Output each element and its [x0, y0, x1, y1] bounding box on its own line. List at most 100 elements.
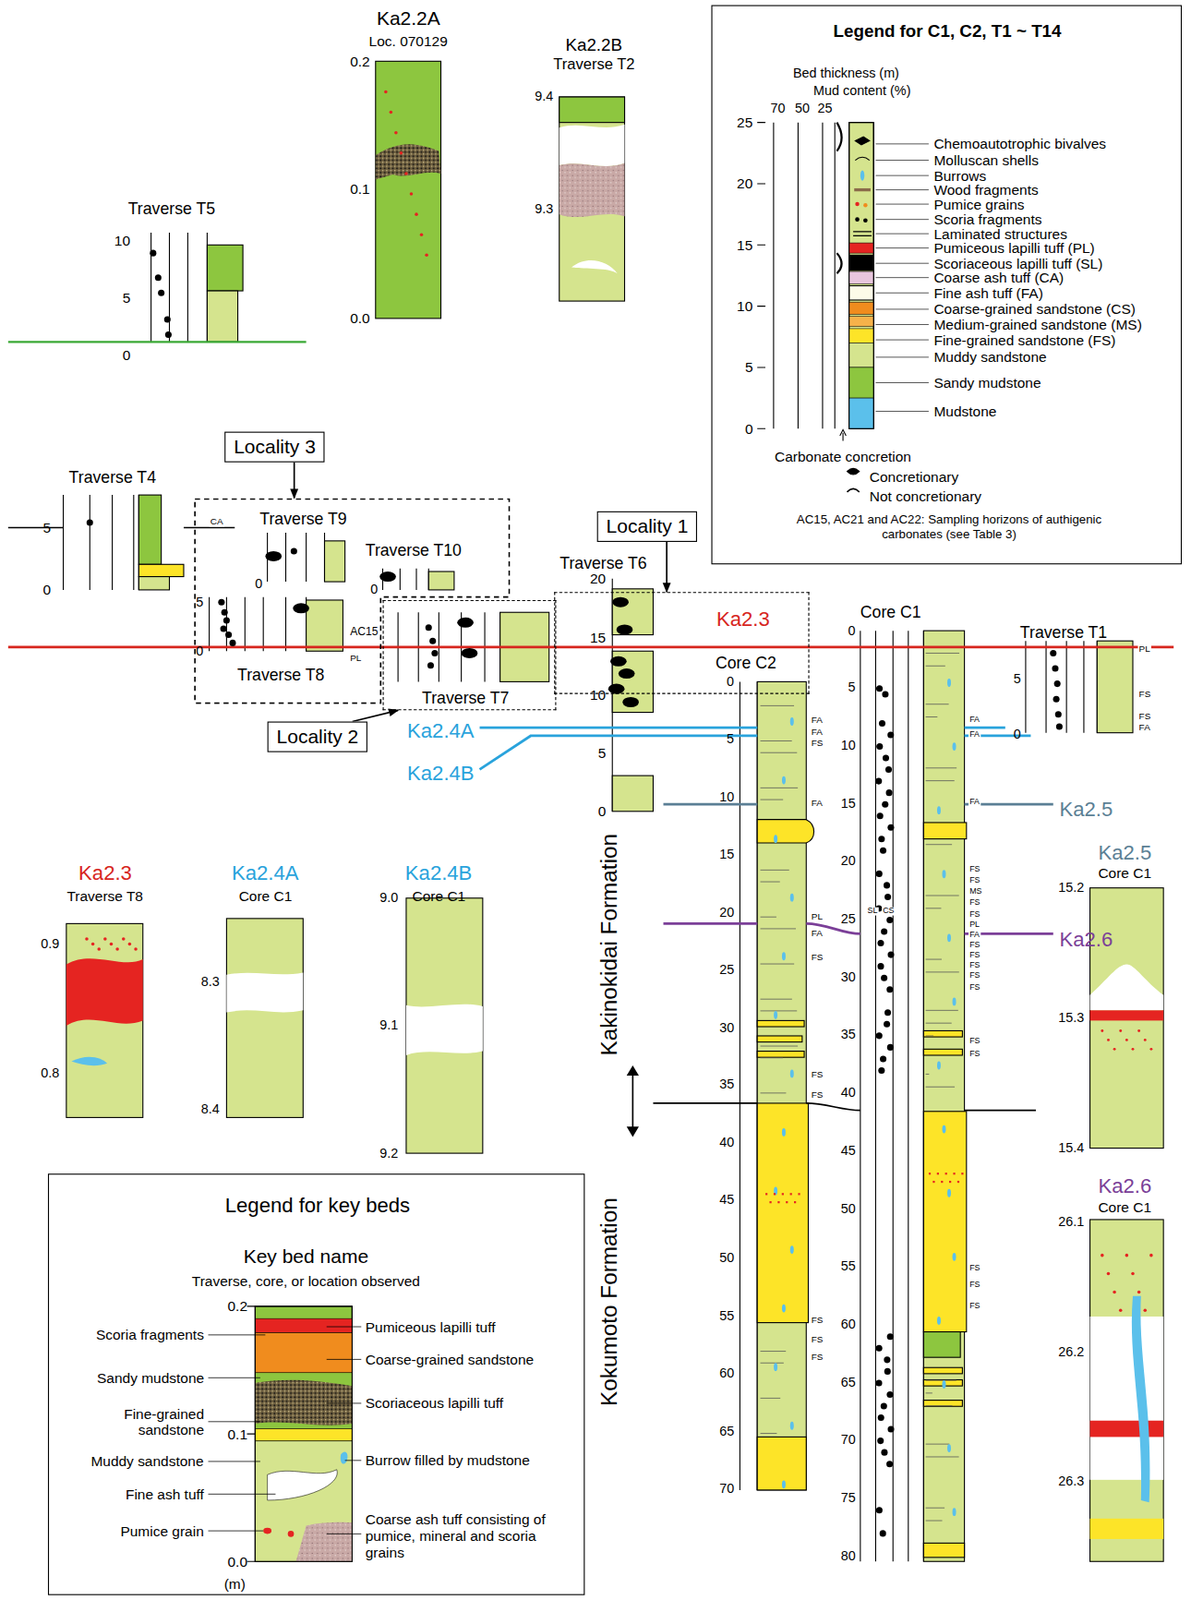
- label: 0.0: [349, 310, 371, 327]
- locality-label: Locality 2: [276, 725, 360, 748]
- label: 15: [841, 796, 856, 813]
- legend-text: Scoriaceous lapilli tuff (SL): [933, 254, 1103, 272]
- stroke: [926, 1010, 959, 1011]
- stroke: [797, 1192, 800, 1195]
- locality-box: Locality 2: [267, 721, 369, 753]
- stroke: [781, 1192, 784, 1195]
- label: PL: [968, 920, 981, 929]
- pumice-grain: [1137, 1029, 1141, 1033]
- label: FS: [810, 1352, 825, 1362]
- pumice-grain: [1130, 1272, 1135, 1276]
- legend-swatch: [849, 342, 875, 368]
- stroke: [926, 652, 960, 654]
- label: Loc. 070129: [369, 32, 448, 49]
- pumice-grain: [84, 937, 89, 941]
- stroke: [785, 1201, 788, 1204]
- label: 5: [42, 519, 51, 537]
- burrow: [947, 1443, 951, 1453]
- mud-dot: [883, 1021, 891, 1028]
- locality-label: Locality 3: [233, 435, 316, 458]
- label: 25: [841, 912, 856, 928]
- mud-dot: [883, 1356, 891, 1363]
- burrow: [952, 1507, 957, 1516]
- stroke: [760, 927, 796, 929]
- label: 20: [841, 854, 856, 871]
- label: 40: [841, 1085, 856, 1102]
- stroke: [777, 1201, 780, 1204]
- burrow: [947, 1189, 951, 1198]
- legend-swatch: [849, 271, 875, 284]
- label: 26.1: [1058, 1214, 1084, 1230]
- label: FS: [968, 877, 982, 886]
- stroke: [760, 1350, 787, 1352]
- pumice-grain: [1125, 1253, 1130, 1258]
- label: FS: [810, 952, 825, 963]
- label: FA: [1138, 722, 1152, 733]
- stroke: [926, 971, 960, 973]
- label: 10: [719, 789, 734, 806]
- label: FA: [968, 715, 981, 724]
- label: 5: [848, 681, 856, 698]
- label: 70: [719, 1481, 734, 1498]
- mud-dot: [225, 631, 232, 638]
- label: Ka2.3: [716, 606, 770, 630]
- stroke: [926, 907, 942, 909]
- burrow: [947, 678, 951, 687]
- label: FA: [968, 797, 981, 807]
- stroke: [926, 843, 953, 845]
- label: FS: [968, 1264, 982, 1274]
- stroke: [760, 916, 777, 918]
- label: Key bed name: [243, 1246, 369, 1269]
- mud-dot: [157, 289, 165, 297]
- mud-dot: [876, 1506, 883, 1514]
- pumice-grain: [1143, 1038, 1147, 1042]
- stroke: [952, 1172, 955, 1175]
- stroke: [926, 1520, 943, 1522]
- pumice-grain: [115, 947, 120, 951]
- mud-dot: [886, 1391, 893, 1398]
- label: 35: [841, 1028, 856, 1045]
- label: Traverse T2: [553, 54, 635, 73]
- legend-text: Medium-grained sandstone (MS): [933, 316, 1142, 334]
- label: 15.4: [1058, 1140, 1084, 1156]
- label: FS: [968, 961, 982, 970]
- label: Traverse, core, or location observed: [192, 1272, 421, 1289]
- pumice-grain: [1118, 1309, 1123, 1313]
- label: FS: [968, 984, 982, 993]
- label: Ka2.3: [78, 860, 133, 884]
- burrow: [781, 1128, 786, 1137]
- label: 55: [841, 1259, 856, 1276]
- mud-dot: [881, 801, 889, 808]
- label: 70: [841, 1432, 856, 1449]
- node-text: Traverse T9: [259, 510, 347, 530]
- pumice-grain: [420, 232, 424, 237]
- label: PL: [1138, 644, 1152, 654]
- concretion: [616, 625, 634, 636]
- mud-dot: [223, 617, 230, 625]
- pumice-grain: [1131, 1047, 1135, 1051]
- label: 80: [841, 1549, 856, 1565]
- label: FS: [968, 950, 982, 960]
- label: 40: [719, 1135, 734, 1152]
- mud-dot: [887, 1426, 894, 1433]
- label: 15: [589, 629, 606, 647]
- mud-dot: [878, 1067, 885, 1074]
- stroke: [926, 1086, 955, 1088]
- concretion: [292, 602, 310, 614]
- label: 50: [719, 1251, 734, 1267]
- stroke: [932, 1180, 935, 1183]
- label: 0: [195, 643, 204, 660]
- stroke: [773, 1192, 776, 1195]
- stroke: [928, 1172, 931, 1175]
- legend-text: Not concretionary: [869, 487, 982, 505]
- legend-swatch: [254, 1372, 352, 1430]
- legend-text: Laminated structures: [933, 225, 1068, 242]
- stroke: [760, 1046, 799, 1047]
- label: 45: [719, 1193, 734, 1210]
- mud-dot: [875, 1379, 882, 1386]
- node-text: Legend for C1, C2, T1 ~ T14: [833, 21, 1062, 42]
- label: 5: [122, 289, 132, 307]
- legend-text: Scoriaceous lapilli tuff: [365, 1395, 504, 1412]
- stroke: [760, 998, 793, 1000]
- stroke: [961, 1172, 963, 1175]
